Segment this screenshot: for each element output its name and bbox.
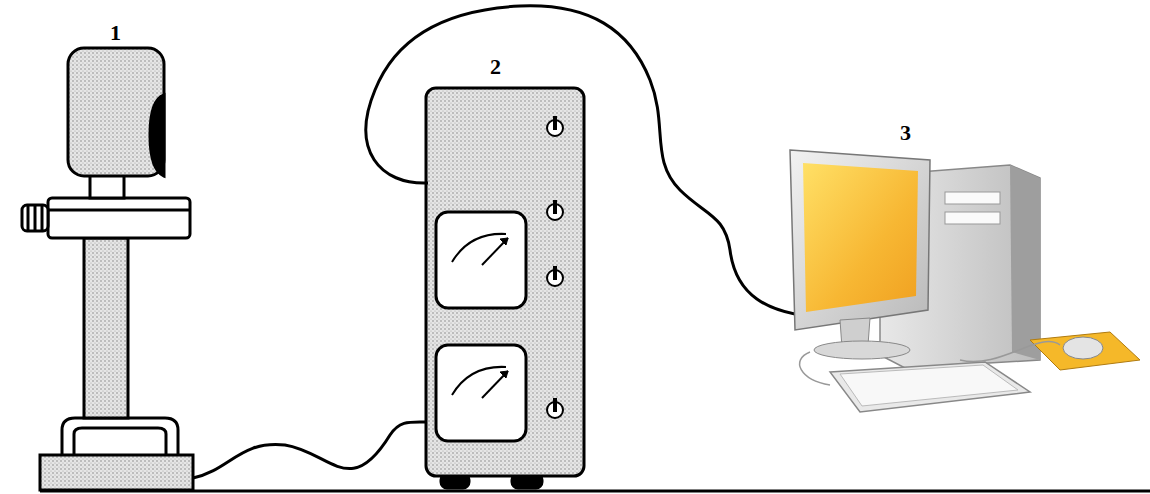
control-unit	[426, 88, 584, 488]
sensor-stand	[22, 48, 193, 490]
callout-number: 3	[900, 122, 911, 144]
callout-number: 2	[490, 56, 501, 78]
computer	[790, 150, 1140, 412]
ground-line	[40, 490, 1150, 493]
cable	[366, 6, 840, 318]
callout-number: 1	[110, 22, 121, 44]
cable	[193, 422, 428, 478]
